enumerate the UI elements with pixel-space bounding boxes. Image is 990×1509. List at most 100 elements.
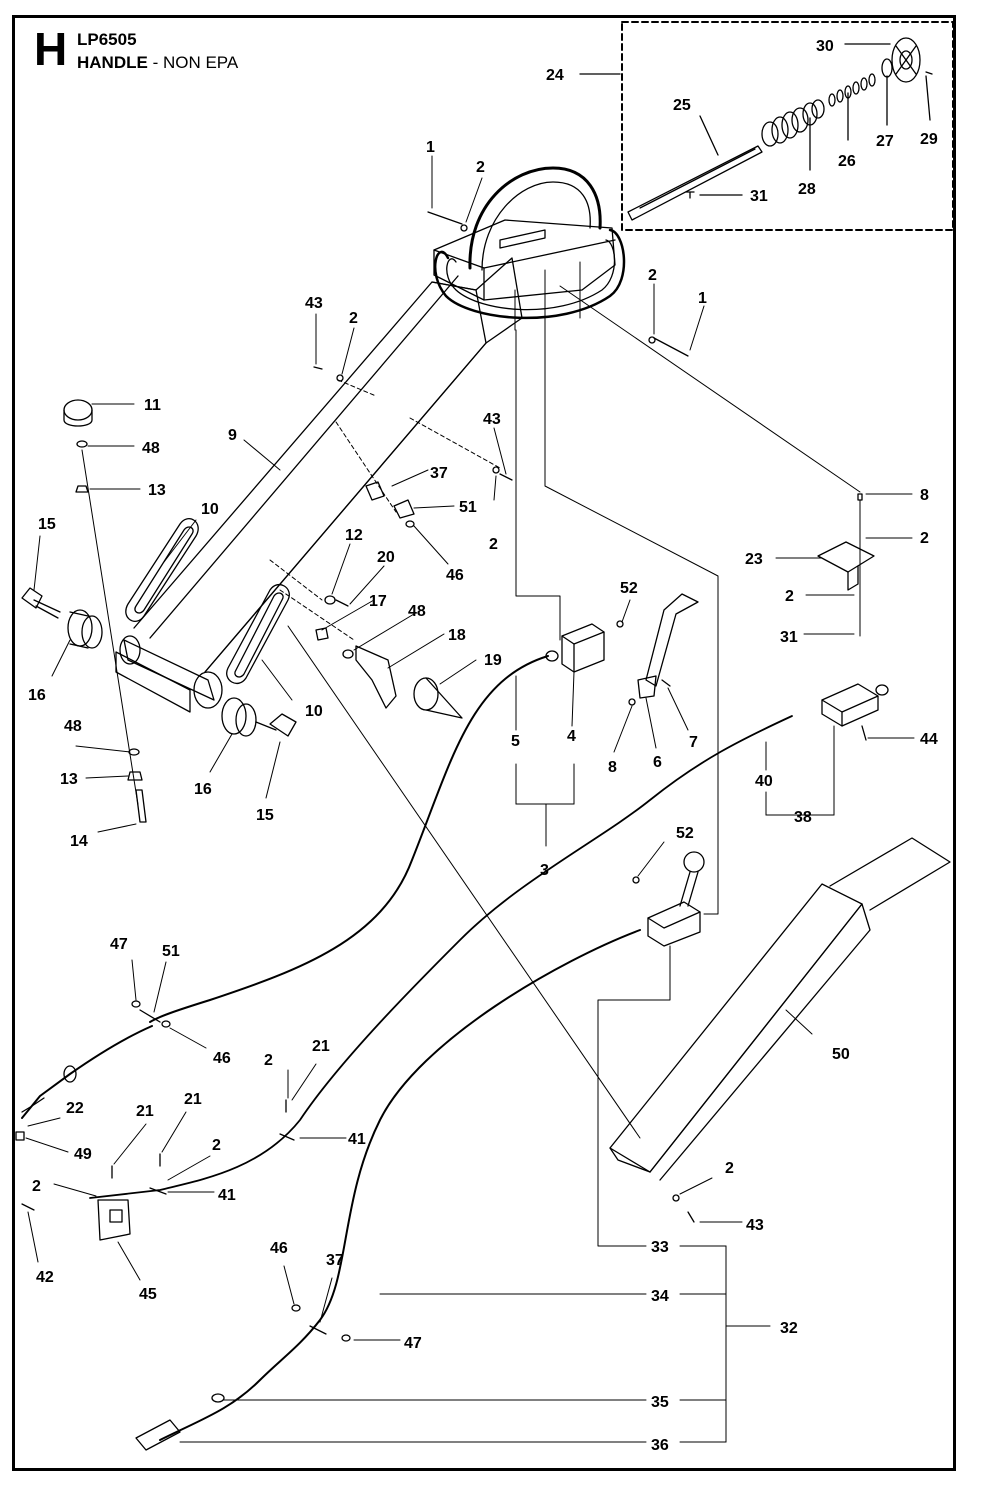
callout-31-right: 31 xyxy=(780,629,798,646)
callout-43-upper: 43 xyxy=(305,295,323,312)
callout-43-mid: 43 xyxy=(483,411,501,428)
callout-48-bottom: 48 xyxy=(64,718,82,735)
callout-31-kit: 31 xyxy=(750,188,768,205)
clamp-37-lower xyxy=(309,1325,327,1335)
callout-46-upper: 46 xyxy=(446,567,464,584)
screw-52-lower xyxy=(632,876,640,884)
callout-20: 20 xyxy=(377,549,395,566)
kit-washer-27 xyxy=(881,58,893,78)
screw-1-left xyxy=(427,211,463,225)
pin-7 xyxy=(661,679,671,687)
kit-24-box xyxy=(621,21,954,231)
cable-end-22 xyxy=(21,1065,77,1113)
assembly-lines xyxy=(269,261,861,1139)
callout-37-upper: 37 xyxy=(430,465,448,482)
screw-43-upper xyxy=(313,366,323,370)
cable-5-end xyxy=(21,1025,153,1119)
callout-48-mid: 48 xyxy=(408,603,426,620)
screw-43-lower xyxy=(687,1211,695,1223)
cable-5 xyxy=(149,655,549,1023)
callout-52-upper: 52 xyxy=(620,580,638,597)
callout-45: 45 xyxy=(139,1286,157,1303)
callout-15-right: 15 xyxy=(256,807,274,824)
callout-51-lower: 51 xyxy=(162,943,180,960)
callout-4: 4 xyxy=(567,728,576,745)
callout-1-right: 1 xyxy=(698,290,707,307)
threaded-rod xyxy=(81,449,139,806)
callout-21-a: 21 xyxy=(312,1038,330,1055)
washer-12 xyxy=(324,595,336,605)
kit-pin-29 xyxy=(925,71,933,75)
callout-2-right: 2 xyxy=(648,267,657,284)
screw-20 xyxy=(335,599,349,607)
lever-assembly xyxy=(637,593,699,699)
callout-24: 24 xyxy=(546,67,564,84)
valve-body-4 xyxy=(545,623,605,673)
callout-34: 34 xyxy=(651,1288,669,1305)
cap-11 xyxy=(63,399,93,427)
nut-49 xyxy=(15,1131,25,1141)
callout-leaders xyxy=(25,155,915,1443)
bushing-16-left xyxy=(67,609,103,649)
callout-2-top: 2 xyxy=(476,159,485,176)
callout-36: 36 xyxy=(651,1437,669,1454)
cable-34 xyxy=(159,929,641,1441)
callout-50: 50 xyxy=(832,1046,850,1063)
drawing-frame xyxy=(12,15,956,1471)
callout-27: 27 xyxy=(876,133,894,150)
bolt-15-left xyxy=(21,587,61,619)
callout-11: 11 xyxy=(144,397,161,414)
callout-16-left: 16 xyxy=(28,687,46,704)
callout-46-bottom: 46 xyxy=(270,1240,288,1257)
callout-26: 26 xyxy=(838,153,856,170)
callout-18: 18 xyxy=(448,627,466,644)
callout-38: 38 xyxy=(794,809,812,826)
screw-42 xyxy=(21,1203,35,1211)
callout-28: 28 xyxy=(798,181,816,198)
knob-19 xyxy=(413,677,463,719)
callout-47-lower: 47 xyxy=(404,1335,422,1352)
screw-47-lower xyxy=(341,1334,351,1342)
washer-35 xyxy=(211,1393,225,1403)
callout-44: 44 xyxy=(920,731,938,748)
nut-46-upper xyxy=(405,520,415,528)
callout-1-top: 1 xyxy=(426,139,435,156)
callout-9: 9 xyxy=(228,427,237,444)
callout-13-top: 13 xyxy=(148,482,166,499)
callout-30: 30 xyxy=(816,38,834,55)
callout-16-right: 16 xyxy=(194,781,212,798)
callout-52-lower: 52 xyxy=(676,825,694,842)
callout-41-upper: 41 xyxy=(348,1131,366,1148)
callout-2-upper: 2 xyxy=(349,310,358,327)
callout-47-upper: 47 xyxy=(110,936,128,953)
callout-48-top: 48 xyxy=(142,440,160,457)
callout-10-upper: 10 xyxy=(201,501,219,518)
screw-52-upper xyxy=(616,620,624,628)
callout-12: 12 xyxy=(345,527,363,544)
washer-48-top xyxy=(76,440,88,448)
clamp-51-upper xyxy=(393,499,415,519)
screw-44 xyxy=(861,725,867,741)
title-rest: - NON EPA xyxy=(147,53,239,72)
kit-rod-25 xyxy=(627,145,763,221)
page-title: HANDLE - NON EPA xyxy=(77,54,238,71)
clip-41-lower xyxy=(149,1187,167,1195)
callout-6: 6 xyxy=(653,754,662,771)
callout-32: 32 xyxy=(780,1320,798,1337)
kit-screw-31 xyxy=(685,191,695,199)
valve-33 xyxy=(647,851,705,947)
callout-5: 5 xyxy=(511,733,520,750)
bolt-15-right xyxy=(255,713,297,737)
title-bold: HANDLE xyxy=(77,53,148,72)
clamp-37-upper xyxy=(365,481,385,501)
kit-spring-26 xyxy=(828,73,876,107)
callout-2-right-stack: 2 xyxy=(920,530,929,547)
kit-disc-30 xyxy=(891,37,921,83)
nut-46-bottom xyxy=(291,1304,301,1312)
model-number: LP6505 xyxy=(77,30,137,49)
callout-43-lower: 43 xyxy=(746,1217,764,1234)
callout-2-cable: 2 xyxy=(264,1052,273,1069)
callout-13-bottom: 13 xyxy=(60,771,78,788)
callout-17: 17 xyxy=(369,593,387,610)
callout-2-clip: 2 xyxy=(212,1137,221,1154)
